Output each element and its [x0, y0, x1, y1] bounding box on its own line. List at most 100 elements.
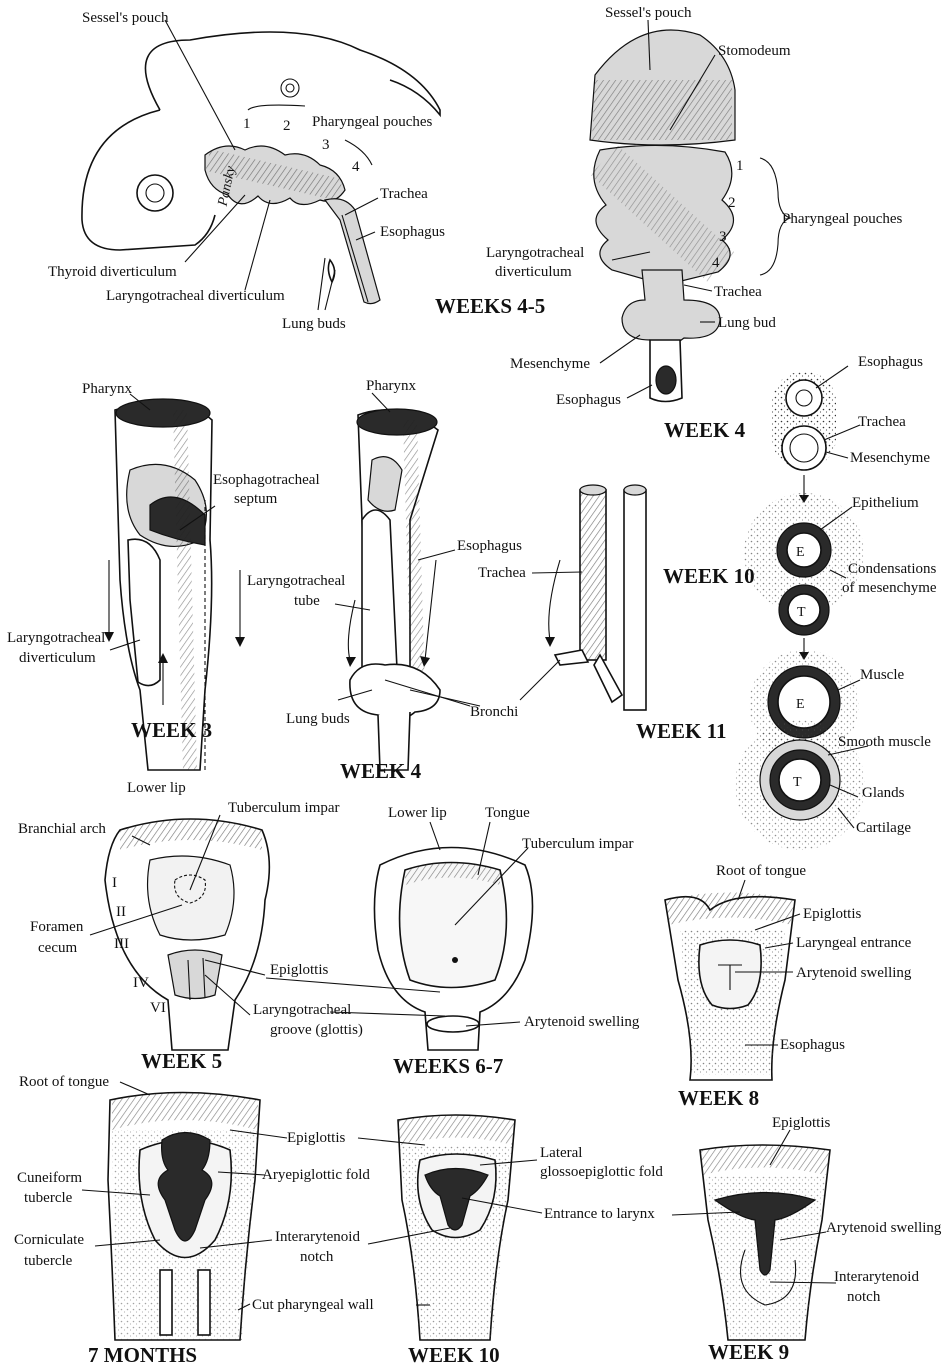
- drawing-week-10-larynx: [358, 1115, 542, 1340]
- drawing-week-5: [90, 815, 269, 1050]
- label-esophagus-ventral: Esophagus: [556, 392, 621, 408]
- title-week-10-larynx: WEEK 10: [408, 1343, 500, 1366]
- title-week-5: WEEK 5: [141, 1049, 222, 1073]
- label-arch-vi: VI: [150, 1000, 166, 1016]
- label-condensations-l1: Condensations: [848, 561, 936, 577]
- label-arch-iv: IV: [133, 975, 149, 991]
- label-laryngotracheal-groove-l1: Laryngotracheal: [253, 1002, 351, 1018]
- label-smooth-muscle: Smooth muscle: [838, 734, 931, 750]
- drawing-week-4-ventral: [590, 20, 790, 402]
- label-pouch-1-lateral: 1: [243, 116, 251, 132]
- label-lower-lip-week-5: Lower lip: [127, 780, 186, 796]
- title-weeks-6-7: WEEKS 6-7: [393, 1054, 503, 1078]
- label-glands: Glands: [862, 785, 905, 801]
- label-pouch-3-lateral: 3: [322, 137, 330, 153]
- label-foramen-l1: Foramen: [30, 919, 84, 935]
- label-cuneiform-l1: Cuneiform: [17, 1170, 82, 1186]
- label-laryngotracheal-week3-l1: Laryngotracheal: [7, 630, 105, 646]
- label-bronchi: Bronchi: [470, 704, 518, 720]
- label-cartilage: Cartilage: [856, 820, 911, 836]
- label-root-of-tongue-7-months: Root of tongue: [19, 1074, 109, 1090]
- label-epiglottis-week-8: Epiglottis: [803, 906, 862, 922]
- label-laryngotracheal-ventral-l2: diverticulum: [495, 264, 572, 280]
- label-laryngotracheal-diverticulum-lateral: Laryngotracheal diverticulum: [106, 288, 285, 304]
- label-arytenoid-swelling-week-8: Arytenoid swelling: [796, 965, 912, 981]
- title-week-11: WEEK 11: [636, 719, 726, 743]
- label-interarytenoid-l2-9: notch: [847, 1289, 881, 1305]
- label-pharyngeal-pouches-ventral: Pharyngeal pouches: [782, 211, 903, 227]
- label-laryngotracheal-tube-l2: tube: [294, 593, 320, 609]
- label-esophagus-week-4: Esophagus: [457, 538, 522, 554]
- label-tuberculum-impar-week-5: Tuberculum impar: [228, 800, 340, 816]
- label-laryngeal-entrance: Laryngeal entrance: [796, 935, 912, 951]
- title-week-8: WEEK 8: [678, 1086, 759, 1110]
- title-weeks-4-5: WEEKS 4-5: [435, 294, 545, 318]
- label-arytenoid-swelling-week-9: Arytenoid swelling: [826, 1220, 942, 1236]
- label-trachea-xs: Trachea: [858, 414, 906, 430]
- label-root-of-tongue-week-8: Root of tongue: [716, 863, 806, 879]
- label-trachea-week-11: Trachea: [478, 565, 526, 581]
- label-esophagotracheal-l2: septum: [234, 491, 278, 507]
- label-sessels-pouch-lateral: Sessel's pouch: [82, 10, 169, 26]
- title-week-10-xs: WEEK 10: [663, 564, 755, 588]
- label-epiglottis-week-9: Epiglottis: [772, 1115, 831, 1131]
- label-lung-buds-lateral: Lung buds: [282, 316, 346, 332]
- label-sessels-pouch-ventral: Sessel's pouch: [605, 5, 692, 21]
- label-interarytenoid-l1-9: Interarytenoid: [834, 1269, 919, 1285]
- label-trachea-lateral: Trachea: [380, 186, 428, 202]
- label-mesenchyme-ventral: Mesenchyme: [510, 356, 590, 372]
- label-interarytenoid-l1-7m: Interarytenoid: [275, 1229, 360, 1245]
- label-laryngotracheal-week3-l2: diverticulum: [19, 650, 96, 666]
- label-esophagotracheal-l1: Esophagotracheal: [213, 472, 320, 488]
- label-branchial-arch: Branchial arch: [18, 821, 106, 837]
- label-lung-bud-ventral: Lung bud: [718, 315, 776, 331]
- label-laryngotracheal-ventral-l1: Laryngotracheal: [486, 245, 584, 261]
- title-week-4-longitudinal: WEEK 4: [340, 759, 422, 783]
- label-e-letter-1: E: [796, 545, 805, 560]
- drawing-week-4-longitudinal: [335, 393, 480, 770]
- label-epiglottis-week-5: Epiglottis: [270, 962, 329, 978]
- label-tuberculum-impar-weeks-6-7: Tuberculum impar: [522, 836, 634, 852]
- label-lateral-fold-l1: Lateral: [540, 1145, 582, 1161]
- label-lateral-fold-l2: glossoepiglottic fold: [540, 1164, 663, 1180]
- label-pouch-3-ventral: 3: [719, 229, 727, 245]
- label-pouch-4-ventral: 4: [712, 255, 720, 271]
- label-arytenoid-swelling-weeks-6-7: Arytenoid swelling: [524, 1014, 640, 1030]
- label-epithelium: Epithelium: [852, 495, 919, 511]
- label-cuneiform-l2: tubercle: [24, 1190, 73, 1206]
- label-thyroid-diverticulum: Thyroid diverticulum: [48, 264, 177, 280]
- drawing-week-11: [520, 485, 646, 710]
- label-arch-ii: II: [116, 904, 126, 920]
- label-trachea-ventral: Trachea: [714, 284, 762, 300]
- label-pouch-2-lateral: 2: [283, 118, 291, 134]
- label-esophagus-lateral: Esophagus: [380, 224, 445, 240]
- label-muscle: Muscle: [860, 667, 905, 683]
- label-interarytenoid-l2-7m: notch: [300, 1249, 334, 1265]
- label-condensations-l2: of mesenchyme: [842, 580, 937, 596]
- label-arch-i: I: [112, 875, 117, 891]
- label-lung-buds-week-4: Lung buds: [286, 711, 350, 727]
- label-mesenchyme-xs: Mesenchyme: [850, 450, 930, 466]
- label-foramen-l2: cecum: [38, 940, 77, 956]
- label-esophagus-xs: Esophagus: [858, 354, 923, 370]
- title-week-3: WEEK 3: [131, 718, 212, 742]
- label-pharynx-week-4: Pharynx: [366, 378, 416, 394]
- label-laryngotracheal-groove-l2: groove (glottis): [270, 1022, 363, 1038]
- label-arch-iii: III: [114, 936, 129, 952]
- label-corniculate-l2: tubercle: [24, 1253, 73, 1269]
- drawing-week-9: [672, 1130, 836, 1340]
- title-7-months: 7 MONTHS: [88, 1343, 197, 1366]
- label-lower-lip-weeks-6-7: Lower lip: [388, 805, 447, 821]
- label-epiglottis-7m-10: Epiglottis: [287, 1130, 346, 1146]
- title-week-4-xs: WEEK 4: [664, 418, 746, 442]
- label-t-letter-1: T: [797, 605, 806, 620]
- label-entrance-to-larynx: Entrance to larynx: [544, 1206, 655, 1222]
- label-pharyngeal-pouches-lateral: Pharyngeal pouches: [312, 114, 433, 130]
- label-aryepiglottic-fold: Aryepiglottic fold: [262, 1167, 370, 1183]
- label-tongue: Tongue: [485, 805, 530, 821]
- label-pouch-4-lateral: 4: [352, 159, 360, 175]
- label-pouch-1-ventral: 1: [736, 158, 744, 174]
- label-stomodeum: Stomodeum: [718, 43, 791, 59]
